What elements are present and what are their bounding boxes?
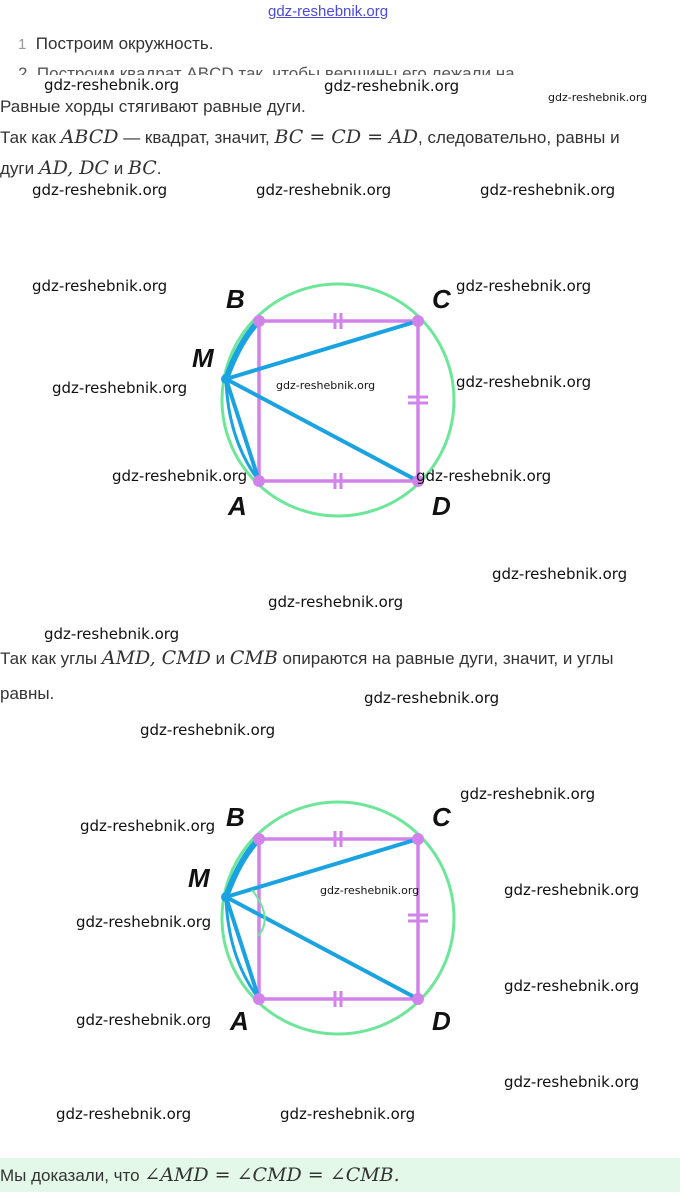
- watermark: gdz-reshebnik.org: [76, 1011, 212, 1029]
- watermark: gdz-reshebnik.org: [112, 467, 248, 485]
- step-text: Построим квадрат ABCD так, чтобы вершины…: [36, 64, 515, 75]
- step-2-partial: 2 Построим квадрат ABCD так, чтобы верши…: [18, 64, 515, 75]
- vertex-point: [412, 833, 424, 845]
- step-text: Построим окружность.: [35, 34, 214, 53]
- vertex-point: [412, 475, 424, 487]
- watermark: gdz-reshebnik.org: [492, 565, 628, 583]
- label-m-2: M: [188, 863, 210, 893]
- label-b: B: [226, 284, 245, 314]
- watermark: gdz-reshebnik.org: [456, 277, 592, 295]
- paragraph-angles: Так как углы AMD, CMD и CMB опираются на…: [0, 647, 614, 669]
- watermark: gdz-reshebnik.org: [52, 379, 188, 397]
- watermark: gdz-reshebnik.org: [32, 277, 168, 295]
- watermark: gdz-reshebnik.org: [364, 689, 500, 707]
- watermark: gdz-reshebnik.org: [280, 1105, 416, 1123]
- watermark: gdz-reshebnik.org: [504, 977, 640, 995]
- circumcircle: [220, 800, 456, 1036]
- point-m: [221, 374, 231, 384]
- watermark: gdz-reshebnik.org: [44, 625, 180, 643]
- vertex-point: [253, 315, 265, 327]
- vertex-point: [253, 833, 265, 845]
- chord-from-m: [224, 378, 261, 482]
- watermark: gdz-reshebnik.org: [140, 721, 276, 739]
- label-d: D: [432, 491, 451, 521]
- label-a-2: A: [230, 1006, 249, 1036]
- watermark: gdz-reshebnik.org: [324, 77, 460, 95]
- point-m: [221, 892, 231, 902]
- label-c-2: C: [432, 802, 451, 832]
- arc-ma: [224, 378, 261, 482]
- label-b-2: B: [226, 802, 245, 832]
- watermark: gdz-reshebnik.org: [460, 785, 596, 803]
- watermark: gdz-reshebnik.org: [456, 373, 592, 391]
- watermark: gdz-reshebnik.org: [320, 884, 420, 897]
- arc-ma: [224, 896, 261, 1000]
- watermark: gdz-reshebnik.org: [548, 91, 648, 104]
- label-d-2: D: [432, 1006, 451, 1036]
- watermark: gdz-reshebnik.org: [32, 181, 168, 199]
- paragraph-square: Так как ABCD — квадрат, значит, BC = CD …: [0, 126, 620, 148]
- circumcircle: [220, 282, 456, 518]
- chord-from-m: [225, 319, 419, 381]
- watermark: gdz-reshebnik.org: [504, 1073, 640, 1091]
- chord-from-m: [225, 837, 419, 899]
- watermark: gdz-reshebnik.org: [504, 881, 640, 899]
- label-c: C: [432, 284, 451, 314]
- chord-from-m: [225, 377, 419, 483]
- step-number: 1: [18, 36, 27, 53]
- watermark: gdz-reshebnik.org: [276, 379, 376, 392]
- watermark: gdz-reshebnik.org: [416, 467, 552, 485]
- paragraph-chords: Равные хорды стягивают равные дуги.: [0, 97, 306, 116]
- label-a: A: [228, 491, 247, 521]
- watermark: gdz-reshebnik.org: [80, 817, 216, 835]
- diagram-2: [220, 800, 456, 1036]
- vertex-point: [412, 993, 424, 1005]
- vertex-point: [253, 993, 265, 1005]
- top-watermark-link[interactable]: gdz-reshebnik.org: [268, 3, 389, 20]
- label-m: M: [192, 343, 214, 373]
- watermark: gdz-reshebnik.org: [268, 593, 404, 611]
- chord-from-m: [225, 895, 419, 1001]
- angle-arc: [251, 889, 266, 937]
- watermark: gdz-reshebnik.org: [56, 1105, 192, 1123]
- watermark: gdz-reshebnik.org: [76, 913, 212, 931]
- paragraph-arcs: дуги AD, DC и BC.: [0, 157, 162, 179]
- paragraph-equal: равны.: [0, 684, 55, 703]
- chord-from-m: [224, 896, 261, 1000]
- watermark: gdz-reshebnik.org: [480, 181, 616, 199]
- step-1: 1 Построим окружность.: [18, 34, 214, 55]
- result-text: Мы доказали, что ∠AMD = ∠CMD = ∠CMB.: [0, 1164, 400, 1186]
- diagram-1: [220, 282, 456, 518]
- vertex-point: [412, 315, 424, 327]
- watermark: gdz-reshebnik.org: [256, 181, 392, 199]
- watermark: gdz-reshebnik.org: [44, 76, 180, 94]
- result-box: Мы доказали, что ∠AMD = ∠CMD = ∠CMB.: [0, 1158, 680, 1192]
- vertex-point: [253, 475, 265, 487]
- step-number: 2: [18, 64, 28, 75]
